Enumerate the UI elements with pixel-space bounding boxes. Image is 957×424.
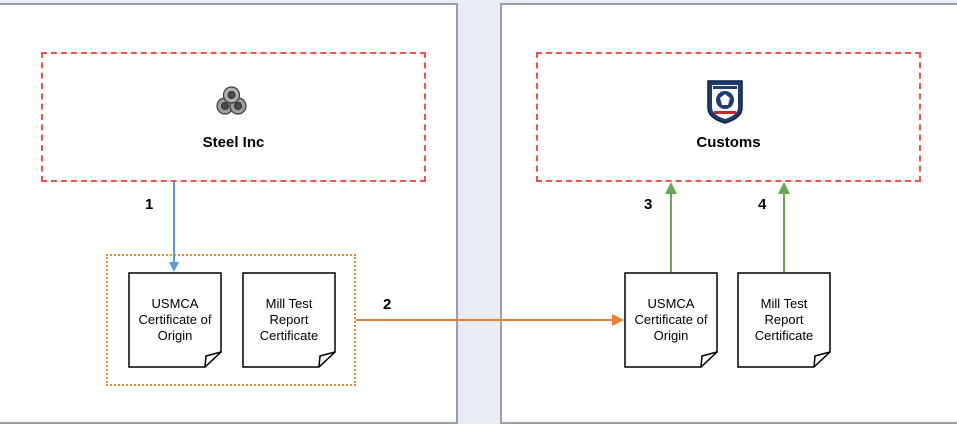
customs-label: Customs [696,134,761,151]
usmca-certificate-label-right: USMCA Certificate of Origin [634,296,708,343]
step-label-3: 3 [644,196,653,213]
document-bundle-group [106,254,356,386]
step-label-4: 4 [758,196,767,213]
usmca-certificate-document-left[interactable]: USMCA Certificate of Origin [128,272,222,368]
steel-inc-actor[interactable]: Steel Inc [41,52,426,182]
steel-pipes-icon [213,84,251,118]
mill-test-report-document-right[interactable]: Mill Test Report Certificate [737,272,831,368]
mill-test-report-label-right: Mill Test Report Certificate [754,296,814,343]
mill-test-report-label-left: Mill Test Report Certificate [259,296,319,343]
steel-inc-label: Steel Inc [202,134,265,151]
usmca-certificate-label-left: USMCA Certificate of Origin [138,296,212,343]
customs-seal-icon [705,78,745,124]
mill-test-report-document-left[interactable]: Mill Test Report Certificate [242,272,336,368]
step-label-2: 2 [383,296,392,313]
customs-actor[interactable]: Customs [536,52,921,182]
usmca-certificate-document-right[interactable]: USMCA Certificate of Origin [624,272,718,368]
step-label-1: 1 [145,196,154,213]
